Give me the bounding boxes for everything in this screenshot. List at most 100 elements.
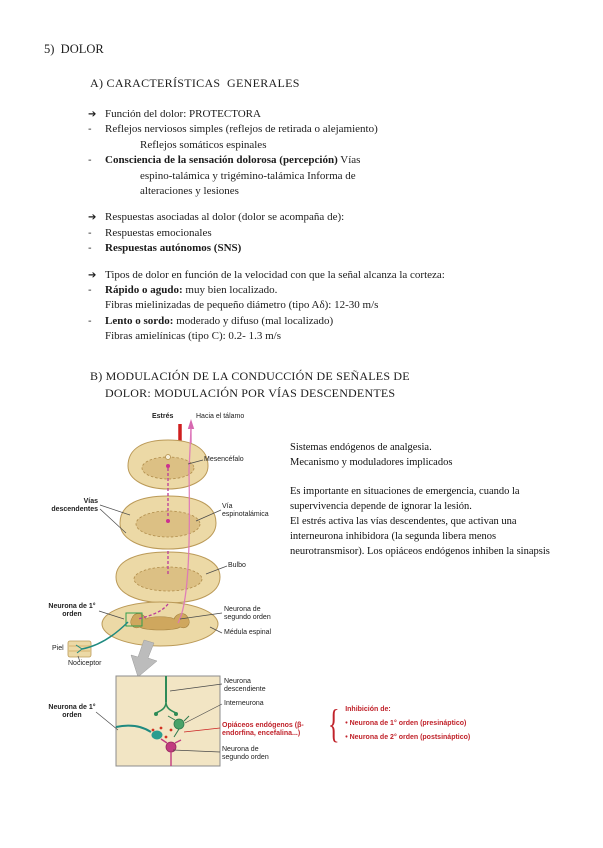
item-text-wrap: Fibras amielínicas (tipo C): 0.2- 1.3 m/… bbox=[105, 329, 281, 344]
item-text-wrap: Respuestas emocionales bbox=[105, 226, 212, 241]
list-item: - Rápido o agudo: muy bien localizado. bbox=[88, 283, 563, 298]
list-item: - Respuestas autónomos (SNS) bbox=[88, 241, 563, 256]
label-leader-lines bbox=[77, 459, 228, 753]
label-piel: Piel bbox=[52, 644, 64, 652]
inhibition-item-2: • Neurona de 2° orden (postsináptico) bbox=[345, 733, 471, 741]
afferent-terminal bbox=[151, 730, 163, 740]
item-text: Respuestas asociadas al dolor (dolor se … bbox=[105, 211, 345, 224]
item-bold: Respuestas autónomos (SNS) bbox=[105, 242, 242, 255]
item-text: muy bien localizado. bbox=[182, 284, 278, 297]
label-neurona-segundo-orden-inset: Neurona de segundo orden bbox=[222, 745, 269, 762]
bullet: ➔ bbox=[88, 109, 97, 120]
item-text: Reflejos somáticos espinales bbox=[140, 138, 267, 151]
item-text: Fibras mielinizadas de pequeño diámetro … bbox=[105, 299, 379, 312]
inhibition-title: Inhibición de: bbox=[345, 705, 391, 713]
bullet bbox=[123, 138, 140, 153]
item-text-wrap: Reflejos nerviosos simples (reflejos de … bbox=[105, 122, 378, 137]
list-item: ➔ Función del dolor: PROTECTORA bbox=[88, 107, 563, 122]
label-hacia-talamo: Hacia el tálamo bbox=[196, 412, 245, 420]
zoom-arrow bbox=[130, 639, 158, 678]
item-text-wrap: Función del dolor: PROTECTORA bbox=[105, 107, 261, 122]
midbrain-section bbox=[127, 439, 209, 490]
section-a-list: ➔ Función del dolor: PROTECTORA - Reflejos… bbox=[88, 107, 563, 345]
label-medula-espinal: Médula espinal bbox=[224, 628, 272, 636]
label-neurona-1-orden-inset: Neurona de 1° orden bbox=[48, 703, 96, 720]
skin-patch bbox=[67, 640, 92, 658]
item-bold: Lento o sordo: bbox=[105, 314, 174, 327]
item-text-wrap: espino-talámica y trigémino-talámica Inf… bbox=[140, 169, 356, 184]
item-text: Función del dolor: PROTECTORA bbox=[105, 108, 261, 120]
side-text: Sistemas endógenos de analgesia. Mecanis… bbox=[290, 440, 558, 559]
spinothalamic-line bbox=[177, 427, 192, 624]
bullet bbox=[123, 184, 140, 199]
side-para-1: Es importante en situaciones de emergenc… bbox=[290, 485, 520, 512]
section-b-heading: B) MODULACIÓN DE LA CONDUCCIÓN DE SEÑALE… bbox=[90, 368, 563, 403]
list-item: - Respuestas emocionales bbox=[88, 226, 563, 241]
bullet: - bbox=[88, 315, 92, 327]
item-text: alteraciones y lesiones bbox=[140, 185, 239, 198]
list-item: ➔ Tipos de dolor en función de la velocid… bbox=[88, 268, 563, 283]
list-item: ➔ Respuestas asociadas al dolor (dolor se… bbox=[88, 210, 563, 225]
descending-pathway-line bbox=[137, 467, 169, 620]
bullet: - bbox=[88, 243, 92, 255]
item-text-wrap: Reflejos somáticos espinales bbox=[140, 138, 266, 153]
pathway-diagram bbox=[67, 418, 228, 767]
label-vias-descendentes: Vías descendentes bbox=[51, 497, 98, 514]
item-text-wrap: Respuestas autónomos (SNS) bbox=[105, 241, 241, 256]
bullet bbox=[123, 169, 140, 184]
item-text: Fibras amielínicas (tipo C): 0.2- 1.3 m/… bbox=[105, 330, 281, 343]
spinal-cord-section bbox=[101, 601, 219, 647]
side-line-2: Mecanismo y moduladores implicados bbox=[290, 456, 453, 468]
list-item: espino-talámica y trigémino-talámica Inf… bbox=[88, 169, 563, 184]
label-opiaceos-endogenos: Opiáceos endógenos (β-endorfina, encefal… bbox=[222, 721, 304, 738]
item-bold: Consciencia de la sensación dolorosa (pe… bbox=[105, 154, 338, 167]
item-text: Reflejos nerviosos simples (reflejos de … bbox=[105, 123, 378, 136]
item-text-wrap: Tipos de dolor en función de la velocida… bbox=[105, 268, 445, 283]
label-via-espinotalamica: Vía espinotalámica bbox=[222, 502, 269, 519]
item-bold: Rápido o agudo: bbox=[105, 284, 183, 297]
item-text-wrap: Rápido o agudo: muy bien localizado. bbox=[105, 283, 277, 298]
bullet: - bbox=[88, 124, 92, 136]
bullet: ➔ bbox=[88, 212, 97, 224]
section-a-heading: A) CARACTERÍSTICAS GENERALES bbox=[90, 76, 300, 90]
label-nociceptor: Nociceptor bbox=[68, 659, 102, 667]
list-item: - Consciencia de la sensación dolorosa (p… bbox=[88, 153, 563, 168]
item-text: moderado y difuso (mal localizado) bbox=[173, 314, 334, 327]
red-brace: { bbox=[328, 700, 340, 746]
inhibition-note: { Inhibición de: • Neurona de 1° orden (… bbox=[328, 700, 471, 746]
item-text: Vías bbox=[337, 154, 361, 167]
section-b-heading-line1: B) MODULACIÓN DE LA CONDUCCIÓN DE SEÑALE… bbox=[90, 368, 410, 383]
interneuron-body bbox=[173, 718, 185, 730]
label-mesencefalo: Mesencéfalo bbox=[204, 455, 244, 463]
second-order-body bbox=[165, 741, 177, 753]
pons-section bbox=[119, 495, 217, 550]
synapse-inset bbox=[115, 675, 221, 767]
medulla-section bbox=[115, 551, 221, 604]
bullet bbox=[88, 329, 105, 344]
list-item: Reflejos somáticos espinales bbox=[88, 138, 563, 153]
inhibition-item-1: • Neurona de 1° orden (presináptico) bbox=[345, 719, 467, 727]
bullet: ➔ bbox=[88, 269, 97, 281]
item-text: Tipos de dolor en función de la velocida… bbox=[105, 268, 445, 281]
bullet: - bbox=[88, 155, 92, 167]
label-neurona-descendiente: Neurona descendiente bbox=[224, 677, 266, 694]
bullet: - bbox=[88, 227, 92, 239]
opioid-leader-line bbox=[183, 727, 221, 733]
label-neurona-1-orden: Neurona de 1° orden bbox=[48, 602, 96, 619]
label-neurona-segundo-orden: Neurona de segundo orden bbox=[224, 605, 271, 622]
list-item: Fibras amielínicas (tipo C): 0.2- 1.3 m/… bbox=[88, 329, 563, 344]
list-item: - Reflejos nerviosos simples (reflejos de… bbox=[88, 122, 563, 137]
item-text-wrap: Fibras mielinizadas de pequeño diámetro … bbox=[105, 298, 378, 313]
list-item: - Lento o sordo: moderado y difuso (mal l… bbox=[88, 314, 563, 329]
bullet bbox=[88, 298, 105, 313]
label-estres: Estrés bbox=[152, 412, 174, 420]
page-title: 5) DOLOR bbox=[44, 42, 104, 56]
item-text-wrap: alteraciones y lesiones bbox=[140, 184, 239, 199]
label-interneurona: Interneurona bbox=[224, 699, 264, 707]
first-order-afferent bbox=[75, 621, 129, 654]
item-text-wrap: Consciencia de la sensación dolorosa (pe… bbox=[105, 153, 360, 168]
item-text-wrap: Respuestas asociadas al dolor (dolor se … bbox=[105, 210, 344, 225]
label-bulbo: Bulbo bbox=[228, 561, 246, 569]
bullet: - bbox=[88, 285, 92, 297]
